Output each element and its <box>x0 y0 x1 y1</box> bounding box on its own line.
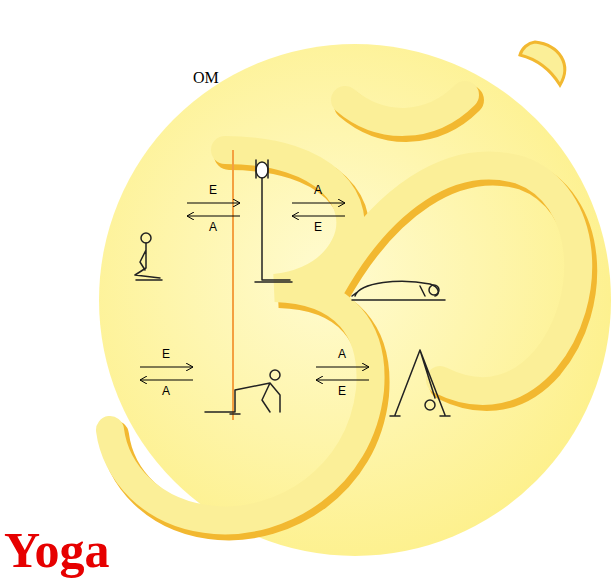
transition-letter: A <box>209 221 217 233</box>
transition-letter: E <box>338 385 346 397</box>
transition-arrows <box>140 203 369 380</box>
downward-dog-figure <box>390 350 450 416</box>
transition-letter: A <box>338 348 346 360</box>
kneeling-hands-figure <box>205 370 280 414</box>
seated-figure <box>135 233 162 280</box>
transition-letter: E <box>314 221 322 233</box>
transition-letter: A <box>314 184 322 196</box>
kneeling-upright-figure <box>255 160 292 282</box>
child-pose-figure <box>352 281 445 300</box>
transition-letter: A <box>162 385 170 397</box>
divider-line <box>232 150 234 420</box>
transition-letter: E <box>162 348 170 360</box>
diagram-title: Yoga <box>4 525 110 575</box>
transition-letter: E <box>209 184 217 196</box>
om-symbol <box>110 42 582 525</box>
yellow-disc <box>99 44 611 556</box>
om-label: OM <box>193 70 219 86</box>
